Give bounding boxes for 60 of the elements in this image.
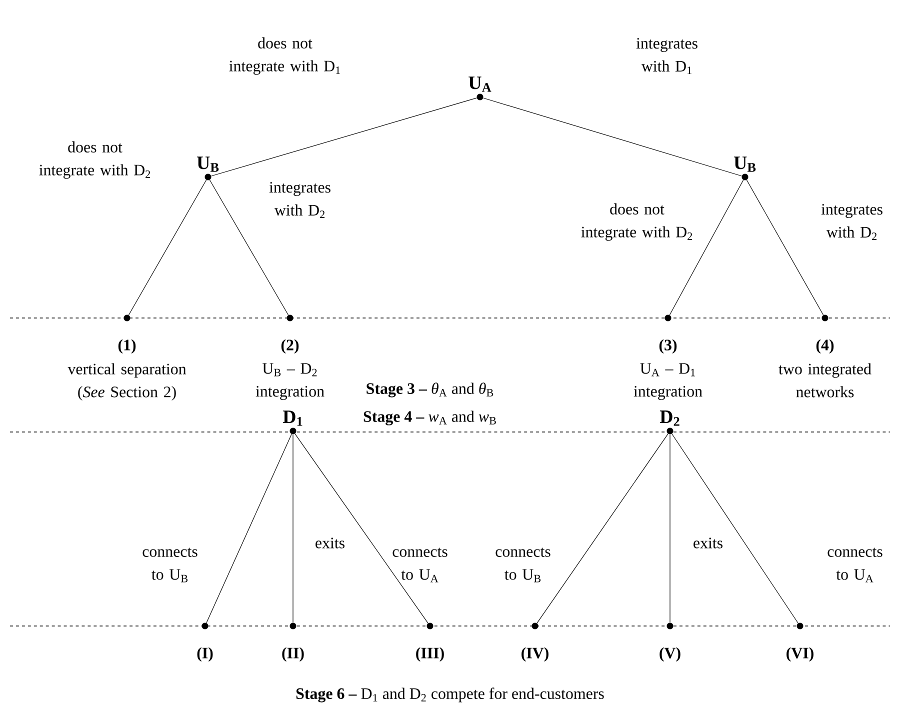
edge-label: does not integrate with D$_{1}$: [229, 37, 340, 75]
edge-label: integrates with D$_{1}$: [636, 38, 698, 74]
node-label: vertical separation (See Section 2): [68, 363, 186, 401]
branch-line: [483, 98, 742, 176]
branch-line: [206, 434, 292, 624]
edge-label: connects to U$_{B}$: [496, 548, 550, 582]
tree-node: (II): [282, 622, 304, 662]
node-label: (II): [282, 647, 304, 662]
branch-line: [292, 434, 294, 623]
stage-label: Stage 4 – w$_{A}$ and w$_{B}$: [364, 410, 496, 426]
branch-line: [128, 180, 207, 316]
tree-node: (V): [660, 622, 680, 662]
stage-label: Stage 3 – θ$_{A}$ and θ$_{B}$: [366, 382, 494, 398]
branch-line: [669, 180, 744, 316]
branch-line: [672, 434, 798, 624]
branch-line: [294, 434, 428, 624]
node-label: U$_{A}$ – D$_{1}$ integration: [634, 363, 702, 400]
branch-line: [536, 434, 668, 624]
node-label: (V): [660, 647, 680, 662]
tree-node: (IV): [522, 622, 548, 662]
branch-line: [209, 180, 289, 316]
edge-label: connects to U$_{A}$: [828, 548, 882, 582]
stage-label: Stage 6 – D$_{1}$ and D$_{2}$ compete for end-customers: [296, 688, 604, 702]
tree-node: (III): [416, 622, 444, 662]
node-label: (I): [197, 647, 213, 662]
tree-node: U$_{B}$: [734, 156, 756, 180]
node-label: (1): [118, 339, 136, 354]
tree-node: U$_{A}$: [468, 76, 492, 100]
node-label: (2): [281, 339, 299, 354]
edge-label: exits: [316, 538, 344, 548]
node-label: U$_{B}$: [196, 156, 219, 172]
node-label: U$_{B}$ – D$_{2}$ integration: [256, 363, 324, 400]
branch-line: [746, 180, 824, 316]
node-label: (3): [659, 339, 677, 354]
tree-node: (I): [197, 622, 213, 662]
node-label: (VI): [786, 647, 814, 662]
node-label: (III): [416, 647, 444, 662]
node-label: (4): [816, 339, 834, 354]
node-label: U$_{A}$: [468, 76, 492, 92]
node-label: two integrated networks: [778, 363, 872, 398]
tree-node: (4) two integrated networks: [778, 314, 872, 398]
node-label: (IV): [522, 647, 548, 662]
tree-node: D$_{1}$: [282, 410, 302, 434]
tree-node: U$_{B}$: [196, 156, 219, 180]
edge-label: does not integrate with D$_{2}$: [39, 141, 150, 179]
branch-line: [211, 98, 477, 176]
edge-label: exits: [694, 538, 722, 548]
tree-node: (VI): [786, 622, 814, 662]
edge-label: connects to U$_{A}$: [392, 548, 448, 582]
tree-node: D$_{2}$: [660, 410, 680, 434]
edge-label: integrates with D$_{2}$: [269, 182, 330, 218]
edge-label: does not integrate with D$_{2}$: [581, 203, 692, 241]
node-label: D$_{1}$: [282, 410, 302, 426]
edge-label: integrates with D$_{2}$: [821, 204, 882, 240]
tree-node: (2) U$_{B}$ – D$_{2}$ integration: [256, 314, 324, 400]
node-label: U$_{B}$: [734, 156, 756, 172]
tree-node: (1) vertical separation (See Section 2): [68, 314, 186, 401]
node-label: D$_{2}$: [660, 410, 680, 426]
tree-node: (3) U$_{A}$ – D$_{1}$ integration: [634, 314, 702, 400]
edge-label: connects to U$_{B}$: [142, 548, 198, 582]
